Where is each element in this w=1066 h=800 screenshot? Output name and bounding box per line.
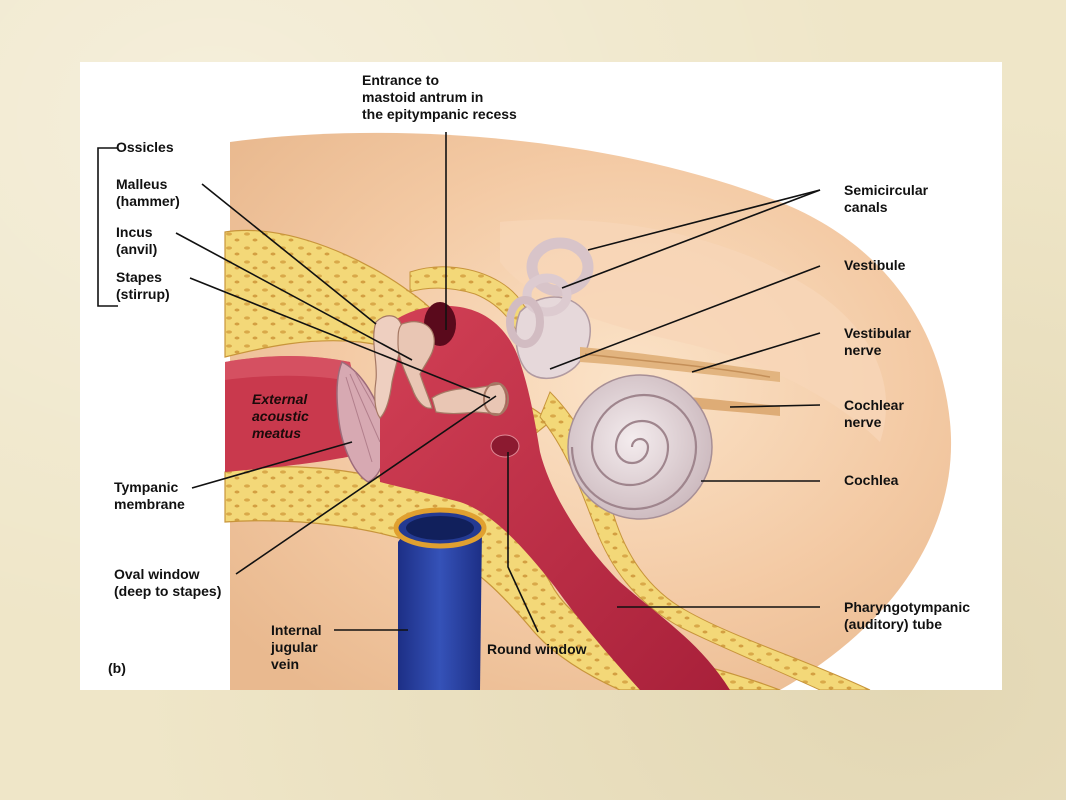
label-entrance-mastoid-antrum: Entrance to mastoid antrum in the epitym… — [362, 72, 517, 122]
cochlea-spiral — [570, 393, 698, 511]
label-vestibule: Vestibule — [844, 257, 906, 273]
round-window — [490, 434, 520, 458]
label-malleus: Malleus (hammer) — [116, 176, 180, 209]
leader-lines — [97, 132, 821, 633]
semicircular-canal-1 — [526, 237, 594, 297]
label-internal-jugular-vein: Internal jugular vein — [271, 622, 322, 672]
label-tympanic-membrane: Tympanic membrane — [114, 479, 185, 512]
external-acoustic-meatus — [225, 356, 370, 472]
ear-illustration — [97, 132, 952, 690]
label-cochlear-nerve: Cochlear nerve — [844, 397, 904, 430]
incus-bone — [397, 321, 435, 409]
label-cochlea: Cochlea — [844, 472, 899, 488]
label-round-window: Round window — [487, 641, 587, 657]
label-oval-window: Oval window (deep to stapes) — [114, 566, 222, 599]
label-vestibular-nerve: Vestibular nerve — [844, 325, 911, 358]
label-ossicles: Ossicles — [116, 139, 174, 155]
label-pharyngotympanic-tube: Pharyngotympanic (auditory) tube — [844, 599, 971, 632]
stapes-bone — [431, 383, 507, 415]
cochlea-shape — [567, 374, 713, 520]
panel-letter: (b) — [108, 660, 126, 676]
label-incus: Incus (anvil) — [116, 224, 158, 257]
semicircular-canal-2 — [522, 273, 572, 317]
label-stapes: Stapes (stirrup) — [116, 269, 170, 302]
semicircular-canal-3 — [506, 296, 544, 348]
label-semicircular-canals: Semicircular canals — [844, 182, 929, 215]
diagram-panel: Entrance to mastoid antrum in the epitym… — [80, 62, 1002, 690]
internal-jugular-vein — [398, 516, 482, 690]
label-external-acoustic-meatus: External acoustic meatus — [252, 391, 309, 441]
